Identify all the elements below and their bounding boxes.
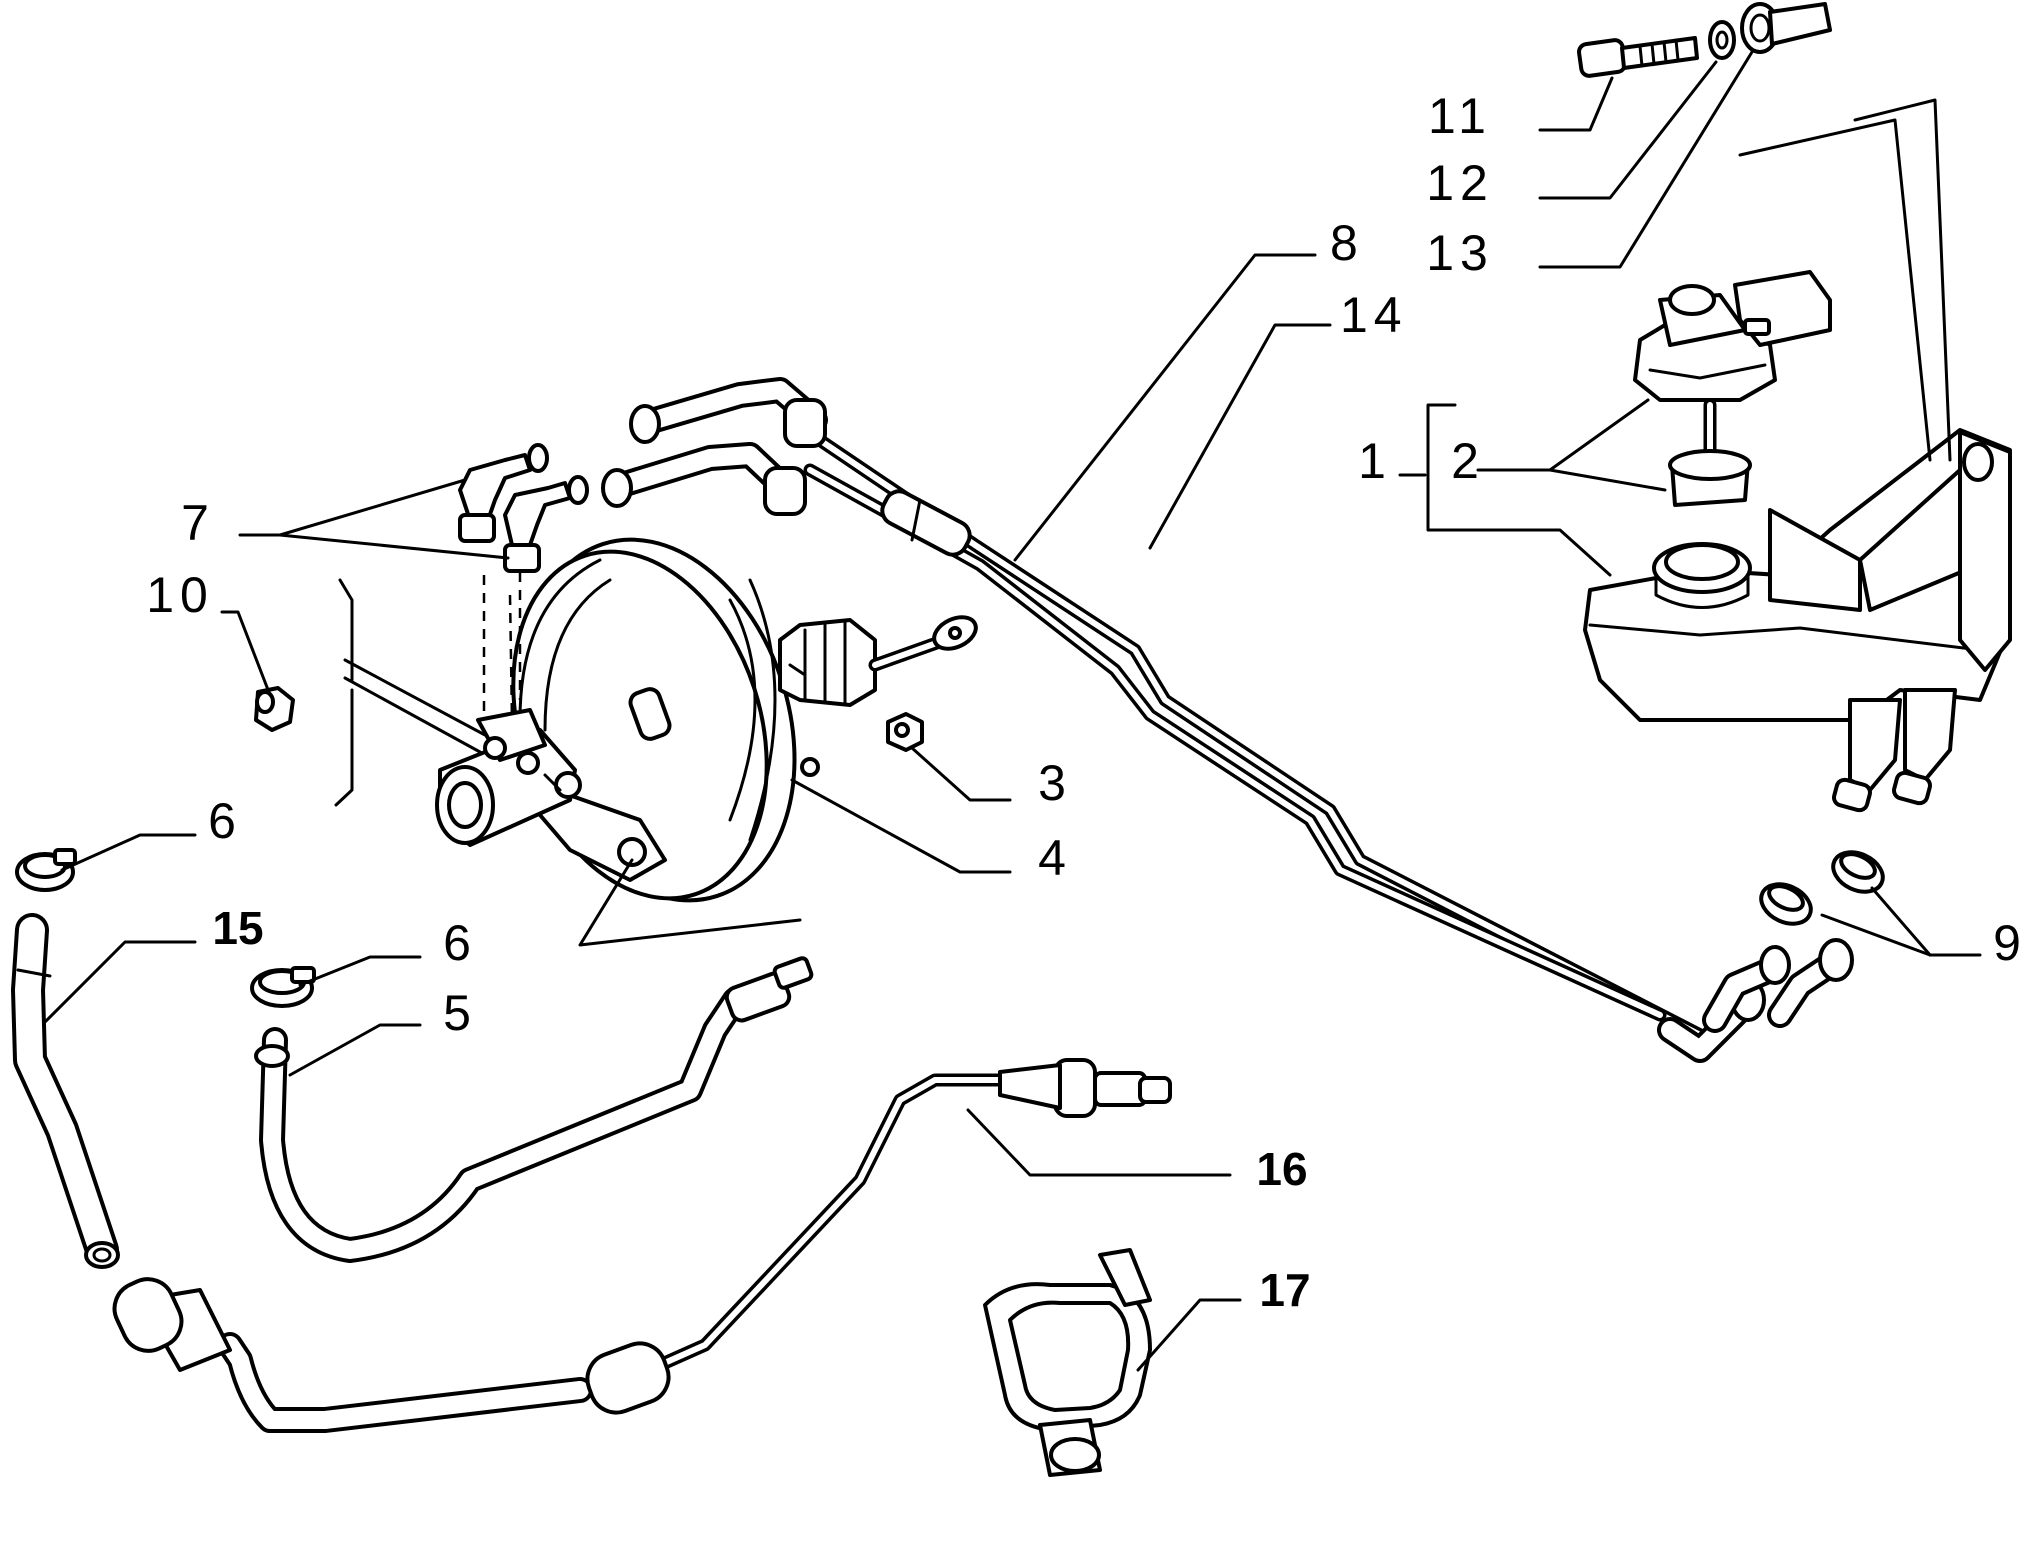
nut-3: [886, 712, 924, 752]
callout-leaders: [43, 50, 1982, 1372]
callout-9: 9: [1993, 915, 2024, 971]
callout-12: 12: [1426, 155, 1494, 211]
reservoir-cap-level-sensor: [1633, 270, 1832, 507]
callout-10: 10: [146, 567, 214, 623]
bushing-13: [1740, 2, 1832, 54]
pipe-sleeve: [880, 489, 972, 557]
pipe-end-elbows: [1657, 938, 1854, 1063]
washer-12: [1708, 20, 1736, 60]
vacuum-hose-5: [254, 956, 814, 1263]
callout-numbers: 11 12 13 8 14 1 2 7 10 3 4 6 6 15 5 16 1…: [146, 88, 2024, 1316]
nut-10: [254, 686, 295, 732]
callout-4: 4: [1038, 830, 1072, 886]
pipe-fitting-upper: [629, 377, 828, 448]
callout-1: 1: [1358, 433, 1392, 489]
elbow-fitting-upper: [458, 443, 549, 543]
hose-clamp-6b: [250, 966, 316, 1008]
callout-13: 13: [1426, 225, 1494, 281]
callout-14: 14: [1340, 287, 1408, 343]
fluid-reservoir: [1583, 428, 2012, 813]
hose-clamp-6a: [15, 848, 77, 892]
callout-2: 2: [1451, 433, 1485, 489]
callout-17: 17: [1259, 1264, 1310, 1316]
callout-16: 16: [1256, 1143, 1307, 1195]
callout-11: 11: [1428, 88, 1492, 144]
alignment-lines: [334, 572, 802, 947]
brake-pipe-8: [783, 413, 1717, 1047]
callout-6a: 6: [208, 793, 242, 849]
callout-6b: 6: [443, 915, 477, 971]
callout-7: 7: [181, 495, 215, 551]
master-cylinder: [435, 708, 582, 847]
bolt-11: [1577, 36, 1699, 78]
pipe-fitting-lower: [601, 442, 807, 516]
hose-clamp-9a: [1759, 882, 1813, 926]
callout-8: 8: [1330, 215, 1364, 271]
callout-15: 15: [212, 902, 263, 954]
pipe-clip-17: [983, 1248, 1152, 1477]
callout-5: 5: [443, 985, 477, 1041]
vacuum-pipe-16: [112, 1058, 1172, 1433]
hose-clamp-9b: [1831, 850, 1885, 894]
vacuum-hose-15: [11, 913, 120, 1269]
callout-3: 3: [1038, 755, 1072, 811]
